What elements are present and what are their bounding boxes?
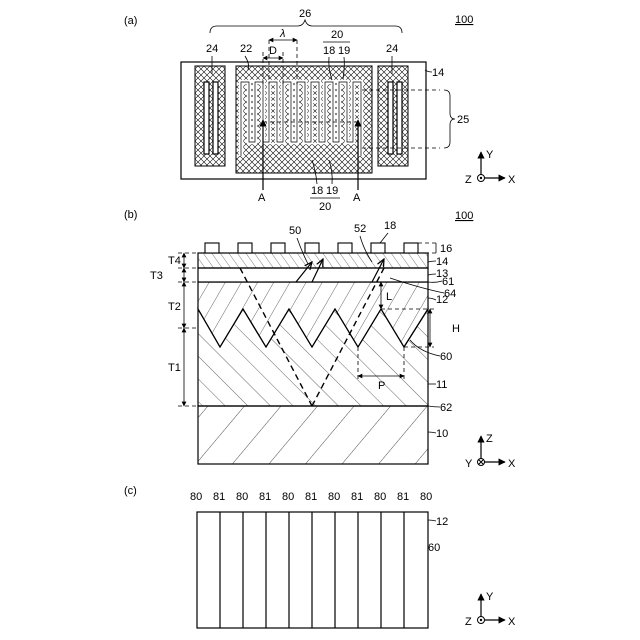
label-19-bottom: 19 bbox=[326, 185, 338, 197]
label-12: 12 bbox=[436, 516, 448, 528]
axis-label-x: X bbox=[508, 616, 516, 628]
section-mark-a-right: A bbox=[353, 192, 361, 204]
stripe-label: 80 bbox=[236, 491, 248, 503]
label-t4: T4 bbox=[168, 255, 181, 267]
label-t3: T3 bbox=[150, 270, 163, 282]
label-60: 60 bbox=[440, 351, 452, 363]
piezo-layer-14 bbox=[198, 253, 428, 268]
axis-label-x: X bbox=[508, 458, 516, 470]
stripe-label: 80 bbox=[374, 491, 386, 503]
stripe-label: 80 bbox=[190, 491, 202, 503]
panel-b: (b) 100 50 bbox=[124, 209, 516, 470]
brace-26 bbox=[210, 20, 402, 33]
axes-icon-b: Z Y X bbox=[465, 433, 516, 470]
reflector-24-right bbox=[378, 66, 408, 166]
stripe-label: 81 bbox=[305, 491, 317, 503]
support-substrate-10 bbox=[198, 406, 428, 464]
stripe-labels: 80 81 80 81 80 81 80 81 80 81 80 bbox=[190, 491, 432, 503]
label-11: 11 bbox=[436, 379, 447, 391]
stripe-label: 80 bbox=[328, 491, 340, 503]
idt-22 bbox=[236, 66, 372, 173]
stripe-label: 81 bbox=[213, 491, 225, 503]
panel-b-figure-ref: 100 bbox=[455, 210, 473, 222]
label-26: 26 bbox=[299, 8, 311, 20]
label-24-right: 24 bbox=[386, 43, 398, 55]
thickness-dimensions: T4 T3 T2 T1 bbox=[150, 253, 198, 406]
panel-b-label: (b) bbox=[124, 209, 137, 221]
label-12: 12 bbox=[436, 294, 448, 306]
axis-label-z: Z bbox=[465, 174, 472, 186]
label-t2: T2 bbox=[168, 301, 181, 313]
label-62: 62 bbox=[440, 402, 452, 414]
label-18-bottom: 18 bbox=[311, 185, 323, 197]
label-16: 16 bbox=[440, 243, 452, 255]
label-18: 18 bbox=[384, 220, 396, 232]
section-mark-a-left: A bbox=[258, 192, 266, 204]
label-20-top: 20 bbox=[331, 29, 343, 41]
axis-label-z: Z bbox=[465, 616, 472, 628]
stripe-label: 81 bbox=[351, 491, 363, 503]
label-lambda: λ bbox=[279, 28, 285, 40]
label-25: 25 bbox=[457, 114, 469, 126]
label-22: 22 bbox=[240, 43, 252, 55]
panel-a-label: (a) bbox=[124, 15, 137, 27]
label-18-top: 18 bbox=[323, 45, 335, 57]
reflector-24-left bbox=[195, 66, 225, 166]
axes-icon-a: Y Z X bbox=[465, 149, 516, 186]
axis-label-x: X bbox=[508, 174, 516, 186]
label-14: 14 bbox=[432, 67, 444, 79]
label-14: 14 bbox=[436, 256, 448, 268]
label-h: H bbox=[452, 323, 460, 335]
stripe-boundaries bbox=[220, 512, 404, 628]
stripe-label: 80 bbox=[420, 491, 432, 503]
label-24-left: 24 bbox=[206, 43, 218, 55]
label-p: P bbox=[378, 380, 385, 392]
stripe-label: 80 bbox=[282, 491, 294, 503]
label-10: 10 bbox=[436, 428, 448, 440]
panel-c-label: (c) bbox=[124, 485, 137, 497]
axis-label-y: Y bbox=[486, 149, 494, 161]
panel-a: (a) 100 A A bbox=[124, 8, 516, 213]
axis-label-z: Z bbox=[486, 433, 493, 445]
label-t1: T1 bbox=[168, 362, 181, 374]
label-l: L bbox=[386, 291, 392, 303]
stripe-label: 81 bbox=[259, 491, 271, 503]
label-50: 50 bbox=[289, 225, 301, 237]
stripe-label: 81 bbox=[397, 491, 409, 503]
panel-c: (c) 80 81 80 81 80 81 80 81 80 81 80 12 bbox=[124, 485, 516, 628]
label-d: D bbox=[269, 45, 277, 57]
label-60: 60 bbox=[428, 542, 440, 554]
label-19-top: 19 bbox=[338, 45, 350, 57]
axis-label-y: Y bbox=[465, 458, 473, 470]
panel-a-figure-ref: 100 bbox=[455, 14, 473, 26]
label-61: 61 bbox=[442, 276, 454, 288]
axis-label-y: Y bbox=[486, 591, 494, 603]
axes-icon-c: Y Z X bbox=[465, 591, 516, 628]
label-20-bottom: 20 bbox=[319, 201, 331, 213]
electrode-fingers-18 bbox=[205, 243, 418, 253]
label-52: 52 bbox=[354, 223, 366, 235]
